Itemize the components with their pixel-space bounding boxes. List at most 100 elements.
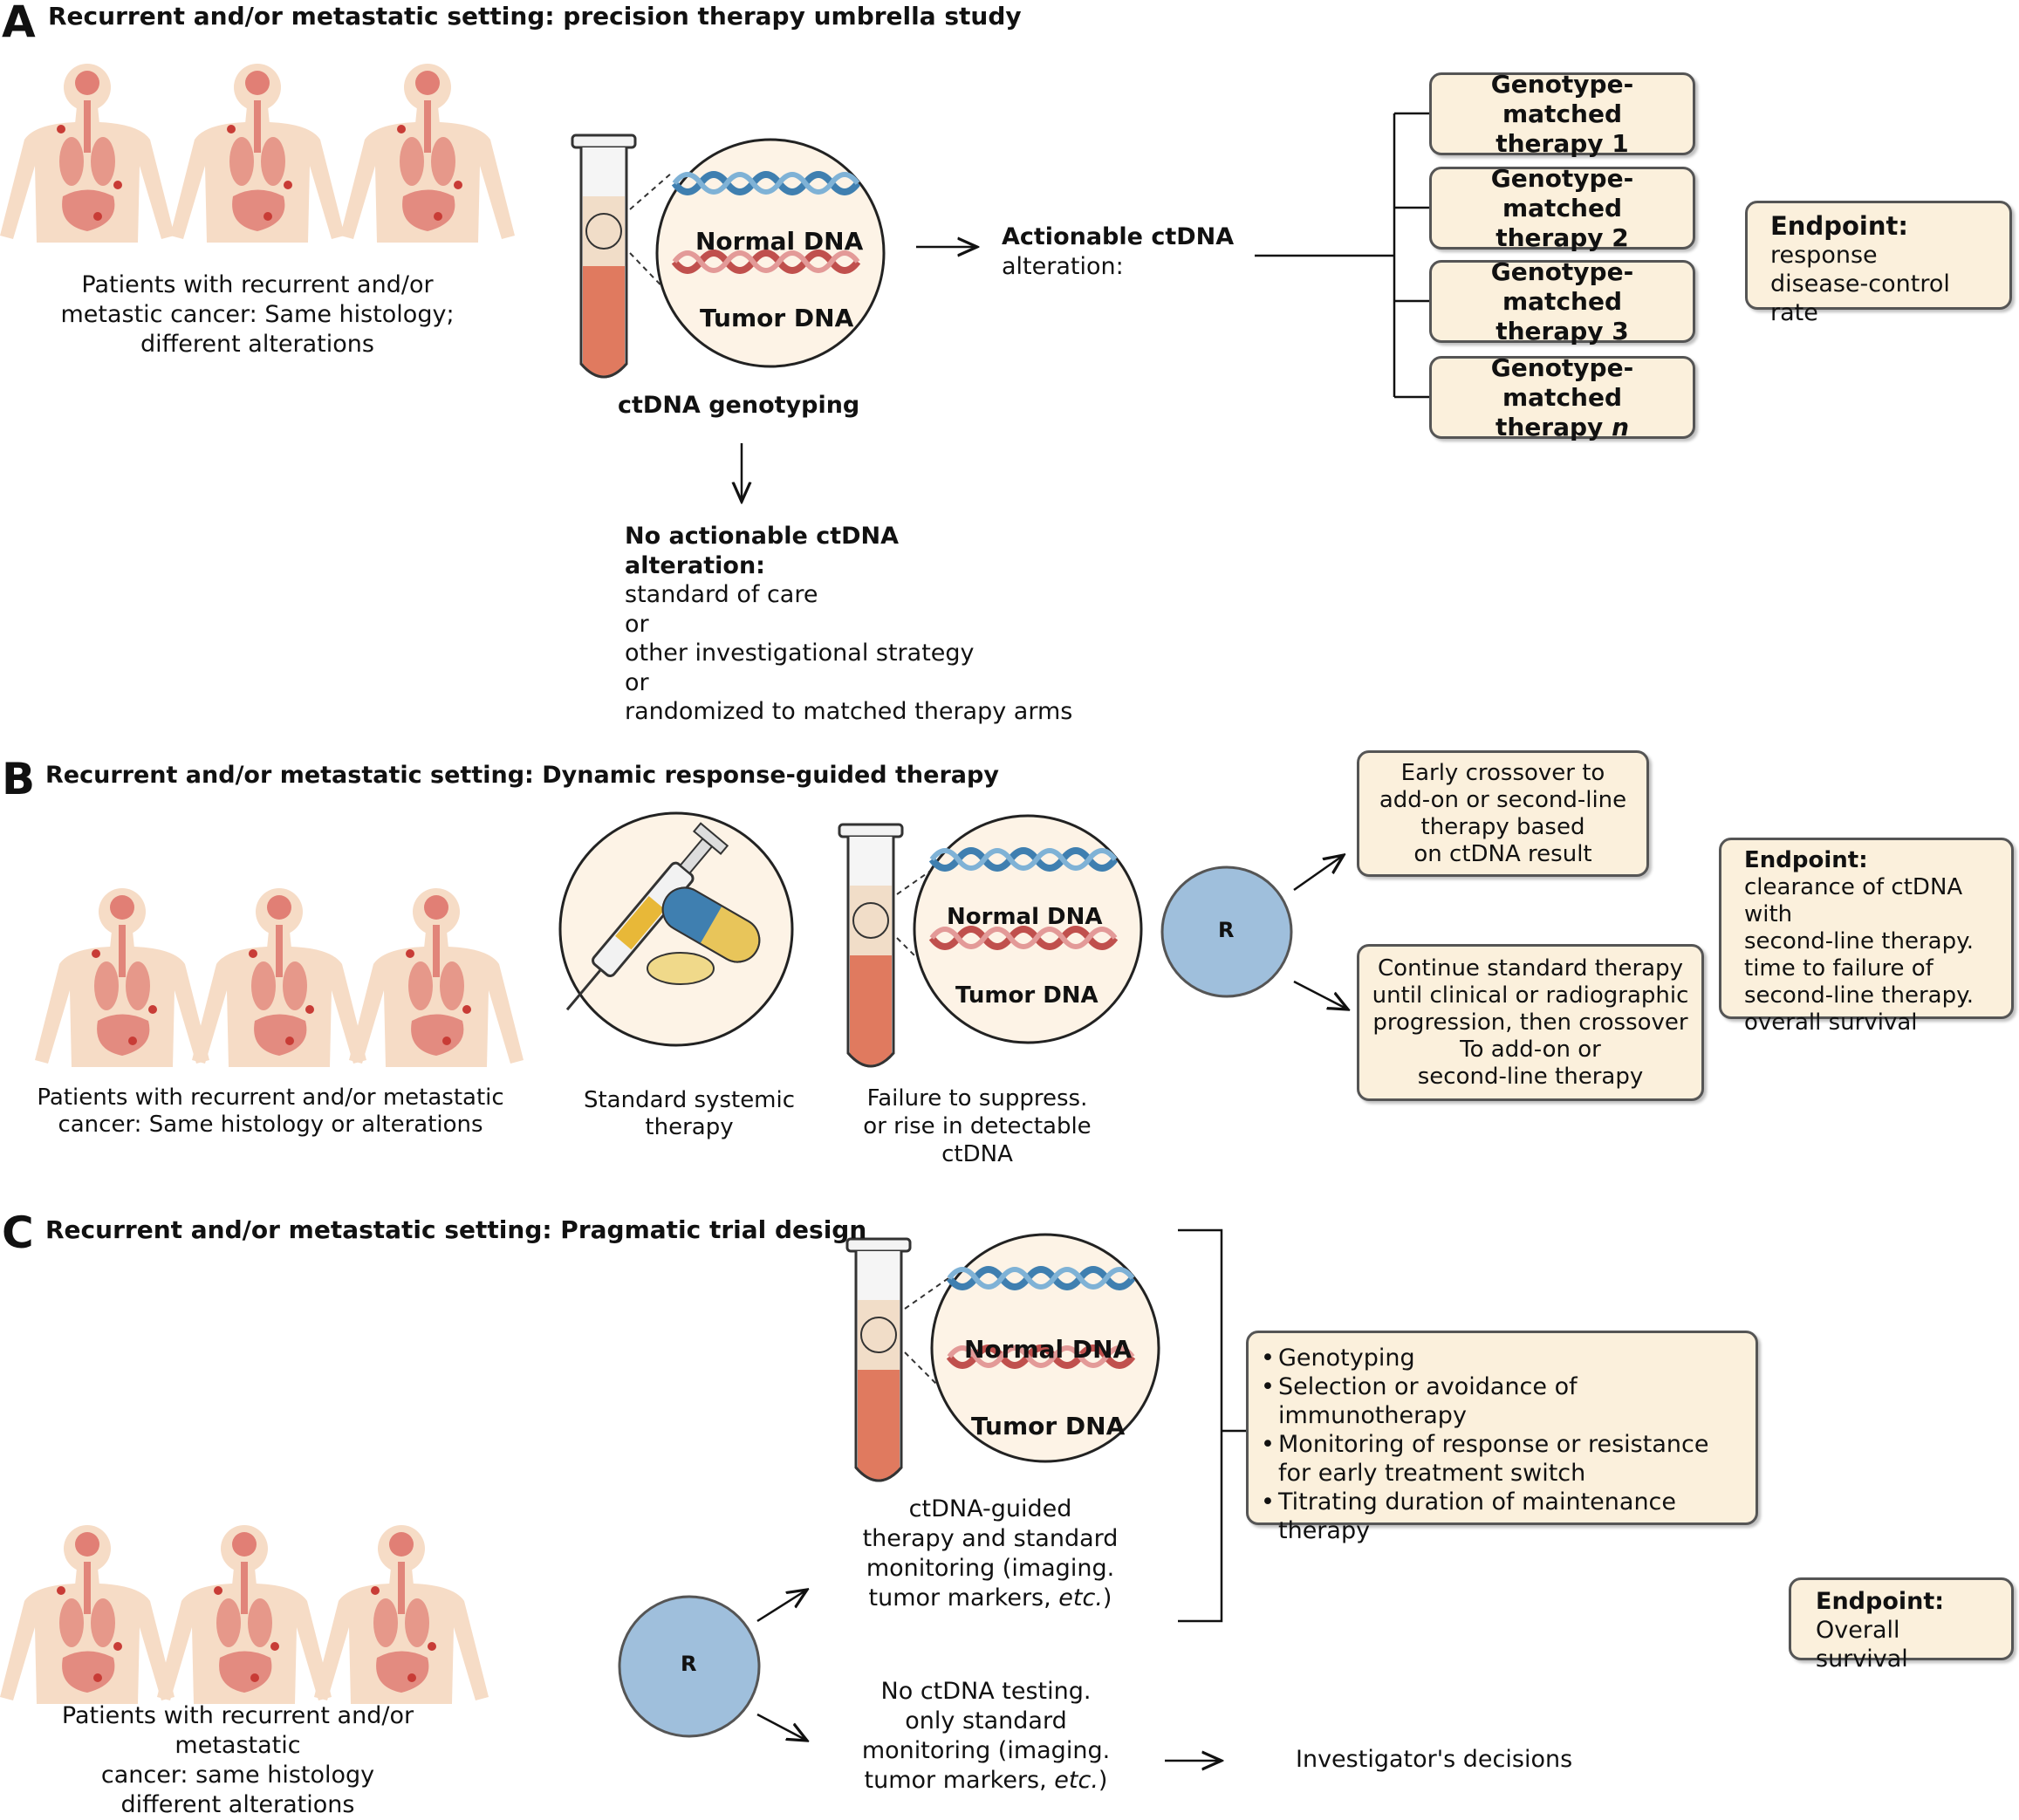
panelA-human-figure-2 [170, 64, 345, 243]
panelA-genotyping-label: ctDNA genotyping [618, 392, 860, 419]
panelA-no-actionable-line-5: randomized to matched therapy arms [625, 698, 1073, 725]
panelC-guided-line-1: ctDNA-guided [908, 1495, 1072, 1522]
therapy-2-line1: Genotype-matched [1490, 163, 1634, 222]
panelA-endpoint-box: Endpoint: response disease-control rate [1745, 201, 2012, 326]
panelB-human-figure-2 [192, 888, 366, 1067]
panelB-systemic-label: Standard systemic therapy [567, 1087, 811, 1141]
therapy-1-line1: Genotype-matched [1490, 69, 1634, 128]
panelC-patients-label: Patients with recurrent and/or metastati… [0, 1701, 476, 1820]
panelB-continue-line-3: progression, then crossover [1372, 1009, 1688, 1036]
panelB-continue-box: Continue standard therapy until clinical… [1357, 944, 1704, 1101]
panelA-therapy-1-box: Genotype-matched therapy 1 [1429, 69, 1695, 158]
panelA-no-actionable-block: No actionable ctDNA alteration: standard… [625, 522, 1072, 727]
panelA-endpoint-title: Endpoint: [1770, 211, 1908, 241]
panelA-no-actionable-line-2: or [625, 610, 649, 638]
panelA-human-figure-1 [0, 64, 175, 243]
panelC-guided-paren: ) [1102, 1584, 1112, 1611]
panelB-letter: B [2, 754, 36, 804]
panelC-guided-etc: etc. [1058, 1584, 1103, 1611]
panelC-endpoint-line: Overall survival [1816, 1617, 1908, 1673]
panelC-patients-line-3: different alterations [120, 1791, 355, 1818]
panelC-guided-label: ctDNA-guided therapy and standard monito… [851, 1495, 1130, 1613]
panelC-no-testing-label: No ctDNA testing. only standard monitori… [851, 1677, 1121, 1796]
panelB-test-tube [838, 823, 904, 1068]
panelC-human-figure-3 [314, 1525, 489, 1704]
panelC-patients-line-1: Patients with recurrent and/or metastati… [61, 1702, 414, 1759]
panelC-no-testing-line-2: only standard [905, 1707, 1067, 1734]
panelB-randomize-circle [1160, 866, 1293, 998]
panelB-early-line-2: add-on or second-line [1379, 786, 1627, 813]
panelC-test-tube [845, 1237, 912, 1482]
panelB-failure-line-1: Failure to suppress. [866, 1085, 1088, 1112]
panelC-endpoint-box: Endpoint: Overall survival [1789, 1577, 2014, 1673]
panelC-investigator-label: Investigator's decisions [1296, 1746, 1573, 1773]
panelC-bullet-3: Monitoring of response or resistance for… [1261, 1430, 1743, 1488]
panelB-human-figure-3 [349, 888, 524, 1067]
panelA-no-actionable-line-1: standard of care [625, 581, 818, 608]
panelA-therapy-2-box: Genotype-matched therapy 2 [1429, 163, 1695, 252]
panelC-guided-line-4-text: tumor markers, [868, 1584, 1051, 1611]
panelC-randomize-circle [618, 1595, 761, 1738]
panelA-test-tube [571, 133, 637, 379]
panelB-continue-line-1: Continue standard therapy [1378, 954, 1683, 982]
panelB-systemic-line-2: therapy [645, 1114, 734, 1140]
panelA-endpoint-line-1: response [1770, 242, 1878, 269]
therapy-n-line1: Genotype-matched [1490, 352, 1634, 412]
panelC-no-testing-line-4-text: tumor markers, [864, 1767, 1047, 1794]
panelC-normal-dna-label: Normal DNA [964, 1335, 1133, 1364]
panelB-early-line-3: therapy based [1420, 813, 1585, 840]
panelC-no-testing-paren: ) [1098, 1767, 1108, 1794]
panelC-bullet-4: Titrating duration of maintenance therap… [1261, 1488, 1743, 1545]
panelC-randomize-label: R [681, 1652, 697, 1676]
panelB-normal-dna-label: Normal DNA [947, 904, 1103, 930]
therapy-n-word: therapy [1495, 412, 1604, 441]
therapy-1-line2: therapy 1 [1495, 128, 1629, 158]
panelA-actionable-title: Actionable ctDNA [1002, 223, 1235, 250]
panelC-human-figure-2 [157, 1525, 332, 1704]
panelB-human-figure-1 [35, 888, 209, 1067]
panelA-letter: A [2, 0, 36, 47]
panelC-bullet-1: Genotyping [1261, 1344, 1743, 1372]
panelA-normal-dna-label: Normal DNA [695, 227, 864, 256]
panelA-tumor-dna-label: Tumor DNA [700, 304, 854, 332]
panelC-bullet-2: Selection or avoidance of immunotherapy [1261, 1372, 1743, 1430]
panelC-guided-line-4: tumor markers, etc.) [851, 1584, 1130, 1613]
panelB-continue-line-4: To add-on or [1460, 1036, 1601, 1063]
panelB-early-line-1: Early crossover to [1400, 759, 1605, 786]
panelA-title: Recurrent and/or metastatic setting: pre… [48, 2, 1022, 31]
panelB-failure-line-3: ctDNA [941, 1141, 1013, 1167]
panelC-letter: C [2, 1208, 34, 1258]
panelB-patients-label: Patients with recurrent and/or metastati… [35, 1084, 506, 1139]
panelC-arrow-down [756, 1713, 807, 1741]
panelB-continue-line-5: second-line therapy [1417, 1063, 1644, 1090]
panelB-patients-line-2: cancer: Same histology or alterations [58, 1112, 483, 1138]
panelB-endpoint-line-3: time to failure of [1744, 955, 1933, 982]
panelB-endpoint-line-2: second-line therapy. [1744, 928, 1975, 954]
panelC-no-testing-etc: etc. [1054, 1767, 1098, 1794]
panelB-endpoint-line-5: overall survival [1744, 1009, 1918, 1036]
panelA-therapy-bracket [1255, 112, 1429, 399]
panelC-guided-line-3: monitoring (imaging. [866, 1555, 1115, 1582]
panelB-endpoint-box: Endpoint: clearance of ctDNA with second… [1719, 838, 2014, 1036]
panelB-arrow-early [1293, 855, 1344, 892]
panelB-endpoint-line-4: second-line therapy. [1744, 982, 1975, 1009]
panelB-title: Recurrent and/or metastatic setting: Dyn… [45, 762, 999, 789]
panelC-no-testing-line-1: No ctDNA testing. [880, 1678, 1092, 1705]
panelB-randomize-label: R [1218, 918, 1235, 942]
panelC-no-testing-line-4: tumor markers, etc.) [851, 1766, 1121, 1796]
panelC-guided-line-2: therapy and standard [862, 1525, 1119, 1552]
therapy-2-line2: therapy 2 [1495, 222, 1629, 252]
panelC-human-figure-1 [0, 1525, 175, 1704]
panelB-patients-line-1: Patients with recurrent and/or metastati… [37, 1084, 504, 1111]
therapy-n-line2: therapy n [1495, 413, 1629, 442]
panelC-title: Recurrent and/or metastatic setting: Pra… [45, 1215, 867, 1244]
panelB-continue-line-2: until clinical or radiographic [1372, 982, 1689, 1009]
panelB-failure-label: Failure to suppress. or rise in detectab… [851, 1084, 1104, 1168]
panelA-human-figure-3 [340, 64, 515, 243]
panelB-failure-line-2: or rise in detectable [863, 1113, 1092, 1139]
panelB-early-crossover-box: Early crossover to add-on or second-line… [1357, 750, 1649, 877]
panelA-no-actionable-title-1: No actionable ctDNA [625, 523, 900, 550]
panelC-bracket [1178, 1228, 1246, 1623]
panelC-bullet-list: Genotyping Selection or avoidance of imm… [1261, 1344, 1743, 1545]
